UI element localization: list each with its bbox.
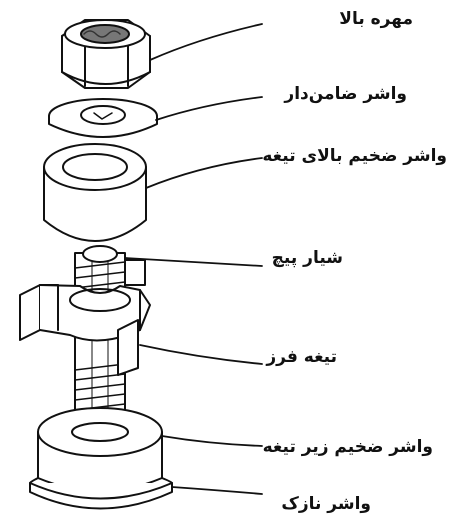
label-fz-blade: تیغه فرز (266, 347, 337, 367)
label-upper-blade-washer: واشر ضخیم بالای تیغه (262, 146, 447, 166)
leader-screw-groove (124, 257, 263, 267)
threaded-bolt-part (74, 245, 126, 439)
leader-lock-washer (155, 96, 263, 121)
thin-washer-part (29, 477, 173, 510)
lower-blade-washer-part (37, 407, 163, 492)
label-lower-blade-washer: واشر ضخیم زیر تیغه (262, 437, 433, 457)
leader-thin-washer (171, 486, 263, 495)
leader-top-nut (149, 23, 263, 61)
leader-lines (124, 23, 263, 495)
upper-blade-washer-part (43, 143, 147, 242)
leader-fz-blade (139, 344, 263, 365)
top-nut-part (61, 19, 151, 89)
label-thin-washer: واشر نازک (281, 494, 371, 514)
label-top-nut: مهره بالا (339, 9, 413, 29)
lock-washer-part (48, 98, 158, 138)
leader-upper-blade-washer (145, 157, 263, 189)
label-screw-groove: شیار پیچ (271, 248, 343, 268)
leader-lower-blade-washer (161, 435, 263, 447)
fz-blade-part (19, 259, 151, 376)
label-lock-washer: واشر ضامن‌دار (284, 84, 407, 104)
